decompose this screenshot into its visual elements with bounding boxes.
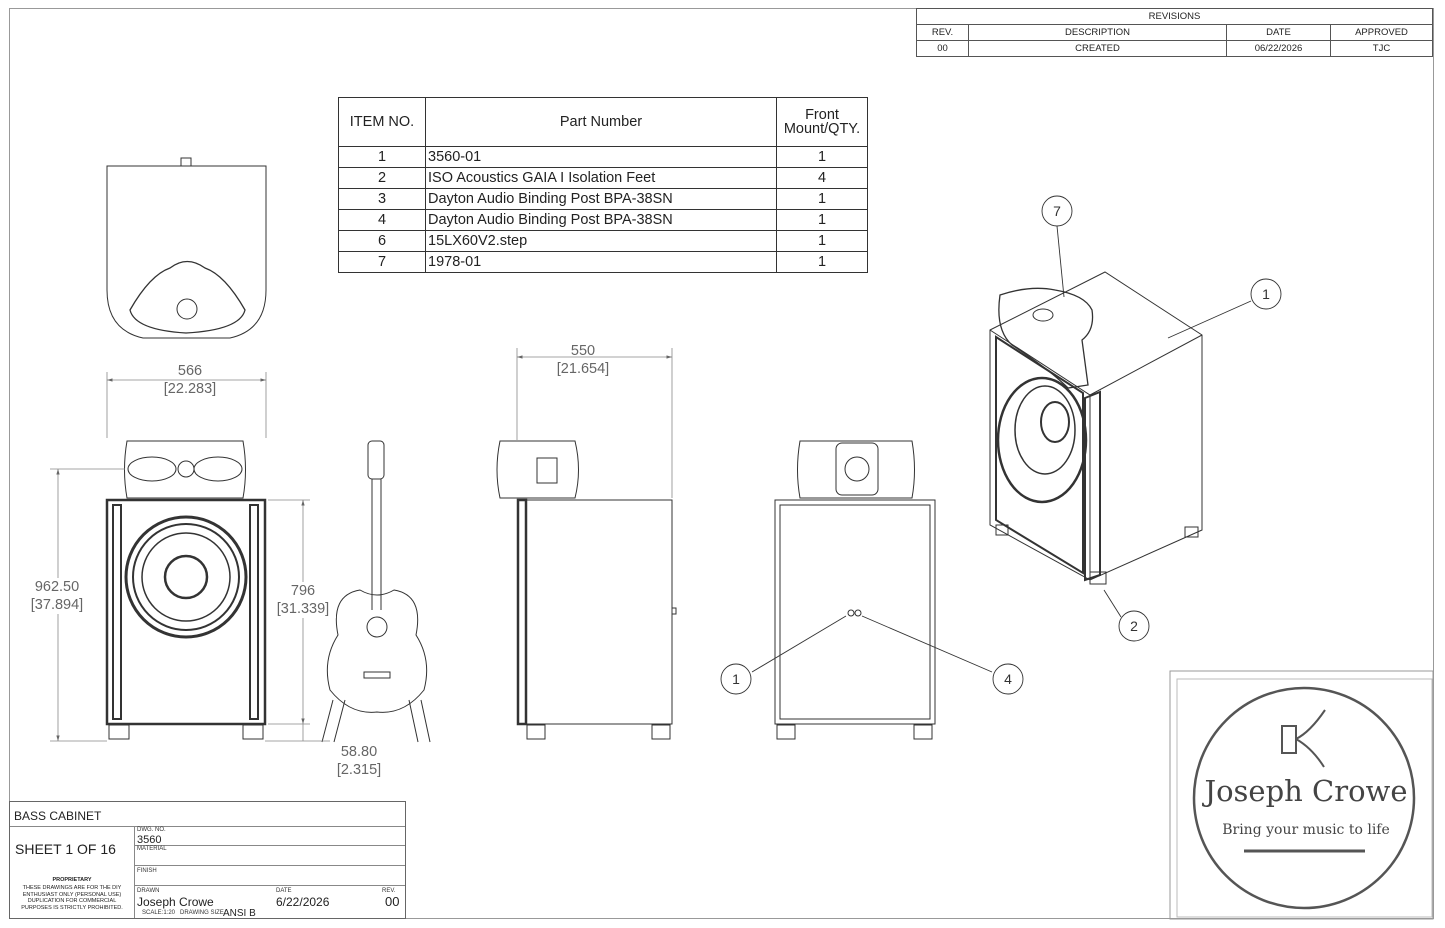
dwg-no-label: DWG. NO. <box>137 827 166 833</box>
balloon-back-item-1 <box>720 663 752 695</box>
approved-cell: TJC <box>1330 40 1433 57</box>
rev-cell: 00 <box>916 40 969 57</box>
dim-height: 962.50 [37.894] <box>22 578 92 614</box>
dim-depth: 550 [21.654] <box>548 342 618 378</box>
side-view <box>496 440 677 740</box>
part-number: ISO Acoustics GAIA I Isolation Feet <box>425 167 777 189</box>
material-label: MATERIAL <box>137 846 167 852</box>
qty: 1 <box>776 251 868 273</box>
dim-height-mm: 962.50 <box>34 579 80 595</box>
dim-body-in: [31.339] <box>276 601 330 617</box>
front-view <box>105 440 267 740</box>
dwg-no-cell: DWG. NO. 3560 <box>134 826 405 846</box>
dim-depth-mm: 550 <box>570 343 596 359</box>
balloon-label: 1 <box>732 671 740 687</box>
drawing-border <box>9 8 1434 919</box>
balloon-label: 7 <box>1053 203 1061 219</box>
qty-header: Front Mount/QTY. <box>776 97 868 147</box>
material-cell: MATERIAL <box>134 845 405 866</box>
balloon-callouts <box>720 195 1282 695</box>
drawn-label: DRAWN <box>137 888 160 894</box>
drawn-cell: DRAWN Joseph Crowe DATE 6/22/2026 REV. 0… <box>134 885 405 919</box>
drawing-size-label: DRAWING SIZE <box>180 910 224 916</box>
top-view <box>106 157 267 339</box>
logo-mark <box>1169 670 1434 920</box>
rev-label: REV. <box>382 888 396 894</box>
balloon-iso-item-2 <box>1118 610 1150 642</box>
sheet-number: SHEET 1 OF 16 <box>15 841 116 857</box>
date-label: DATE <box>276 888 292 894</box>
dim-width: 566 [22.283] <box>155 362 225 398</box>
revisions-table: REVISIONS REV. DESCRIPTION DATE APPROVED… <box>916 8 1433 57</box>
proprietary-notice: THESE DRAWINGS ARE FOR THE DIY ENTHUSIAS… <box>21 885 123 911</box>
dim-width-mm: 566 <box>177 363 203 379</box>
finish-label: FINISH <box>137 868 157 874</box>
back-view <box>774 440 936 740</box>
logo-tagline: Bring your music to life <box>1222 822 1390 838</box>
isometric-view <box>989 271 1203 585</box>
scale: SCALE:1:20 <box>142 910 176 916</box>
drawing-size: ANSI B <box>223 908 256 919</box>
title-block: BASS CABINET SHEET 1 OF 16 PROPRIETARY T… <box>9 801 406 919</box>
dim-body-mm: 796 <box>290 583 316 599</box>
dim-depth-in: [21.654] <box>556 361 610 377</box>
part-number: Dayton Audio Binding Post BPA-38SN <box>425 209 777 231</box>
balloon-label: 4 <box>1004 671 1012 687</box>
dim-foot: 58.80 [2.315] <box>325 743 393 779</box>
sheet-cell: SHEET 1 OF 16 PROPRIETARY THESE DRAWINGS… <box>10 826 135 918</box>
finish-cell: FINISH <box>134 865 405 886</box>
crow-icon <box>1281 709 1326 768</box>
dim-height-in: [37.894] <box>30 597 84 613</box>
dim-width-in: [22.283] <box>163 381 217 397</box>
logo-name: Joseph Crowe <box>1204 774 1408 808</box>
part-number: 1978-01 <box>425 251 777 273</box>
balloon-label: 1 <box>1262 286 1270 302</box>
drawing-title: BASS CABINET <box>14 809 102 823</box>
part-number: 3560-01 <box>425 146 777 168</box>
title-row: BASS CABINET <box>10 802 405 827</box>
balloon-label: 2 <box>1130 618 1138 634</box>
dim-foot-mm: 58.80 <box>340 744 378 760</box>
balloon-back-item-4 <box>992 663 1024 695</box>
proprietary-heading: PROPRIETARY <box>52 877 92 883</box>
rev-number: 00 <box>385 894 400 909</box>
dim-foot-in: [2.315] <box>336 762 382 778</box>
dwg-no: 3560 <box>137 834 162 846</box>
balloon-iso-item-1 <box>1250 278 1282 310</box>
item-no-header: ITEM NO. <box>338 97 426 147</box>
balloon-iso-item-7 <box>1041 195 1073 227</box>
guitar-scale-reference <box>321 440 431 743</box>
drawn-date: 6/22/2026 <box>276 895 330 909</box>
drawn-by: Joseph Crowe <box>137 895 214 909</box>
dim-body: 796 [31.339] <box>270 582 336 618</box>
